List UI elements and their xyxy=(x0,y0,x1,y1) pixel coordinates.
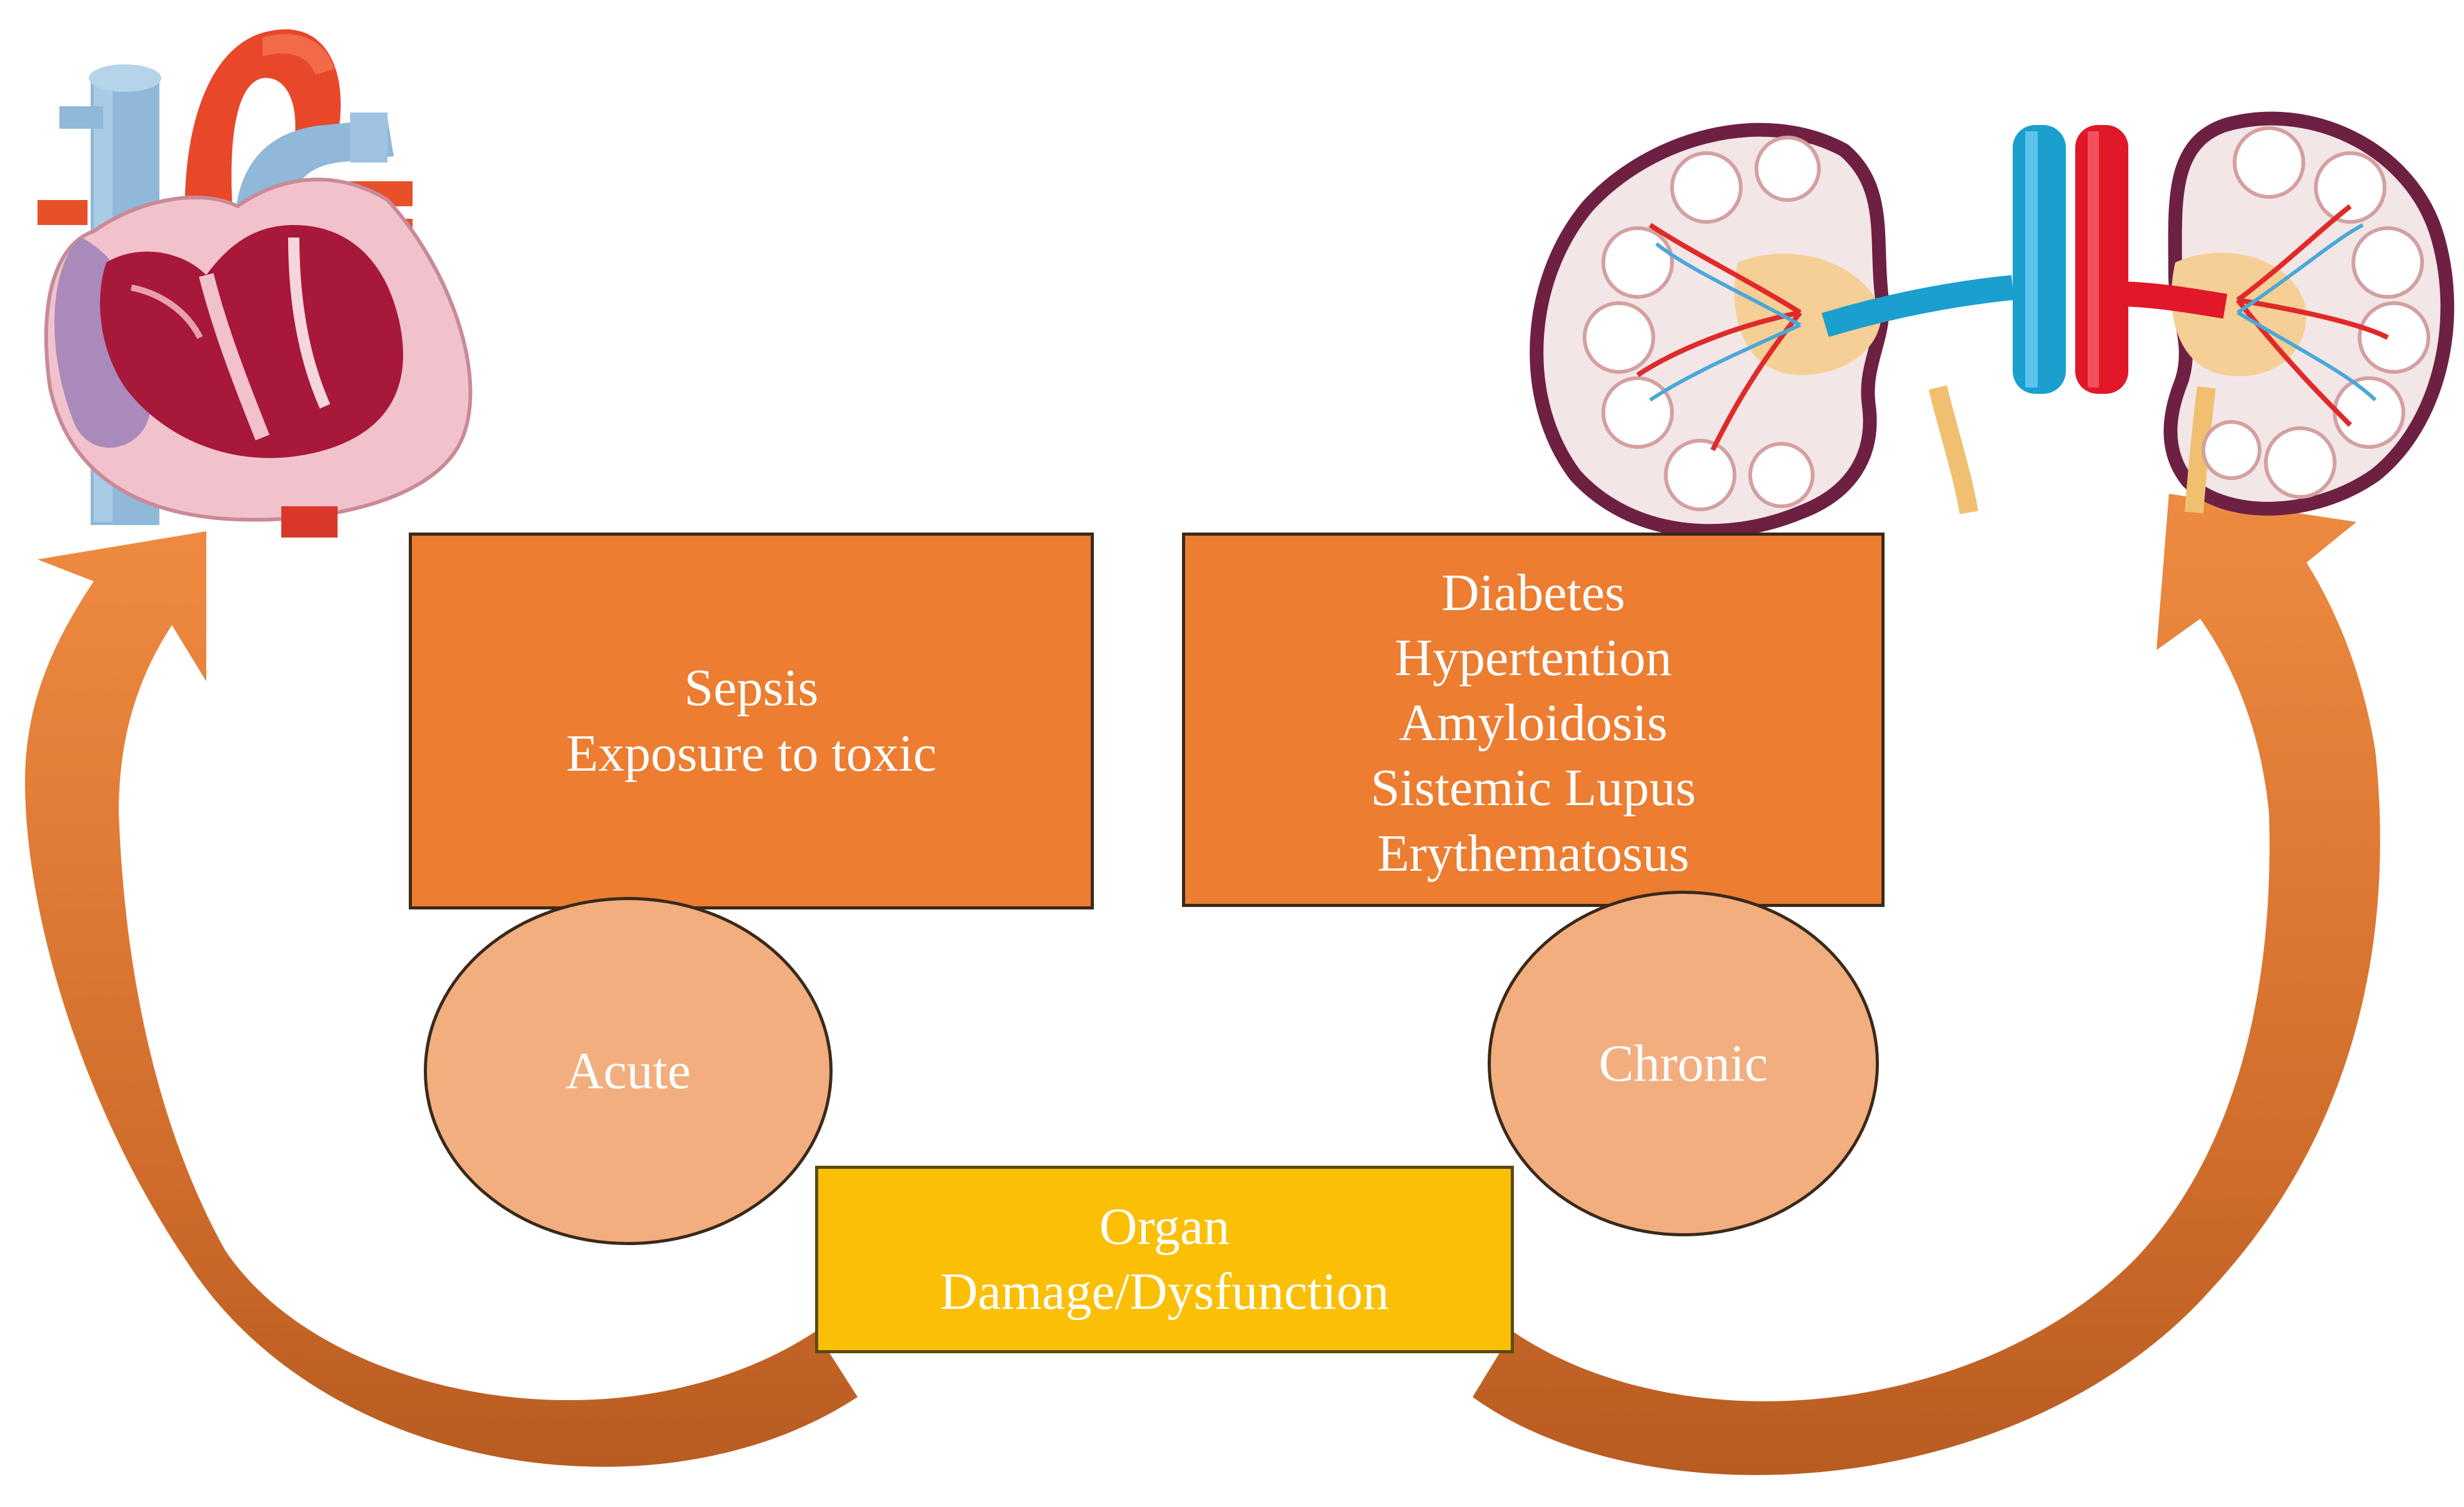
chronic-cause-hypertension: Hypertention xyxy=(1395,629,1672,688)
heart-icon xyxy=(38,29,473,538)
acute-ellipse: Acute xyxy=(424,897,833,1245)
damage-dysfunction-label: Damage/Dysfunction xyxy=(939,1263,1390,1321)
chronic-cause-lupus: Sistemic Lupus xyxy=(1370,759,1696,818)
curved-arrow-left xyxy=(25,531,858,1467)
acute-label: Acute xyxy=(565,1042,691,1100)
acute-cause-toxic-exposure: Exposure to toxic xyxy=(566,724,937,783)
chronic-label: Chronic xyxy=(1598,1034,1768,1093)
chronic-cause-amyloidosis: Amyloidosis xyxy=(1399,694,1668,753)
chronic-cause-diabetes: Diabetes xyxy=(1441,564,1625,622)
chronic-ellipse: Chronic xyxy=(1488,891,1879,1236)
chronic-cause-erythematosus: Erythematosus xyxy=(1377,824,1690,883)
kidneys-icon xyxy=(1530,111,2455,538)
organ-damage-box: Organ Damage/Dysfunction xyxy=(815,1166,1514,1353)
acute-cause-sepsis: Sepsis xyxy=(684,659,819,718)
acute-causes-box: Sepsis Exposure to toxic xyxy=(409,533,1094,909)
curved-arrow-right xyxy=(1473,494,2380,1475)
organ-label: Organ xyxy=(1099,1197,1230,1256)
chronic-causes-box: Diabetes Hypertention Amyloidosis Sistem… xyxy=(1182,533,1885,907)
